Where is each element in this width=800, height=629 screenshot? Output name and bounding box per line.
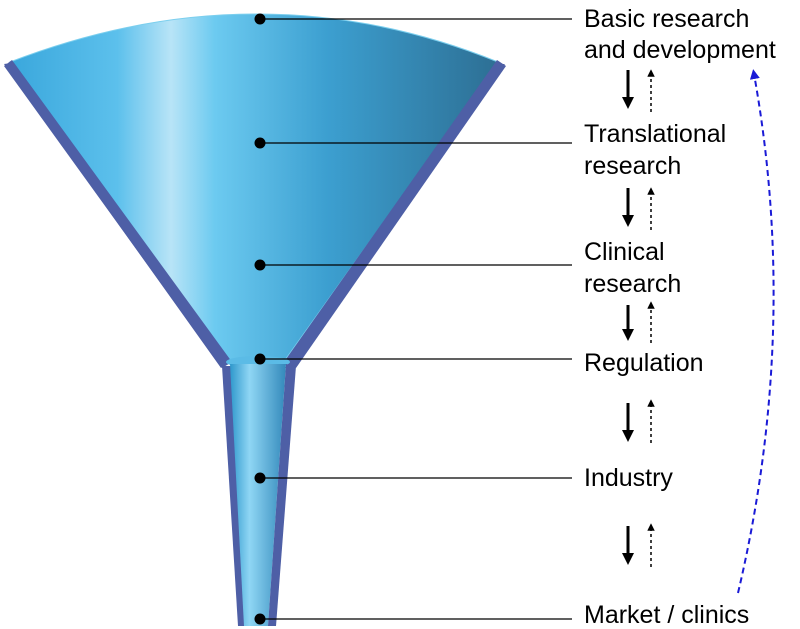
stage-label-basic-research-line2: and development	[584, 36, 776, 64]
stage-dots	[254, 13, 266, 625]
funnel	[4, 13, 506, 626]
funnel-spout-right-edge	[268, 364, 296, 626]
stage-label-market-clinics: Market / clinics	[584, 601, 749, 629]
stage-label-translational-line1: Translational	[584, 120, 726, 148]
feedback-arrow	[737, 69, 775, 594]
stage-label-clinical-line2: research	[584, 270, 681, 298]
stage-label-basic-research-line1: Basic research	[584, 5, 749, 33]
stage-label-regulation: Regulation	[584, 349, 704, 377]
funnel-cone	[9, 13, 499, 361]
funnel-cone-right-edge	[284, 60, 506, 368]
stage-dot	[254, 137, 266, 149]
funnel-spout-body	[230, 364, 286, 626]
stage-dot	[254, 613, 266, 625]
funnel-cone-left-edge	[4, 60, 232, 368]
flow-arrows	[622, 69, 655, 567]
stage-dot	[254, 472, 266, 484]
stage-labels: Basic research and development Translati…	[584, 5, 776, 629]
stage-dot	[254, 353, 266, 365]
stage-label-translational-line2: research	[584, 152, 681, 180]
stage-label-clinical-line1: Clinical	[584, 238, 665, 266]
stage-dot	[254, 13, 266, 25]
stage-label-industry: Industry	[584, 464, 673, 492]
stage-dot	[254, 259, 266, 271]
leader-lines	[260, 18, 572, 620]
funnel-spout	[222, 366, 246, 626]
